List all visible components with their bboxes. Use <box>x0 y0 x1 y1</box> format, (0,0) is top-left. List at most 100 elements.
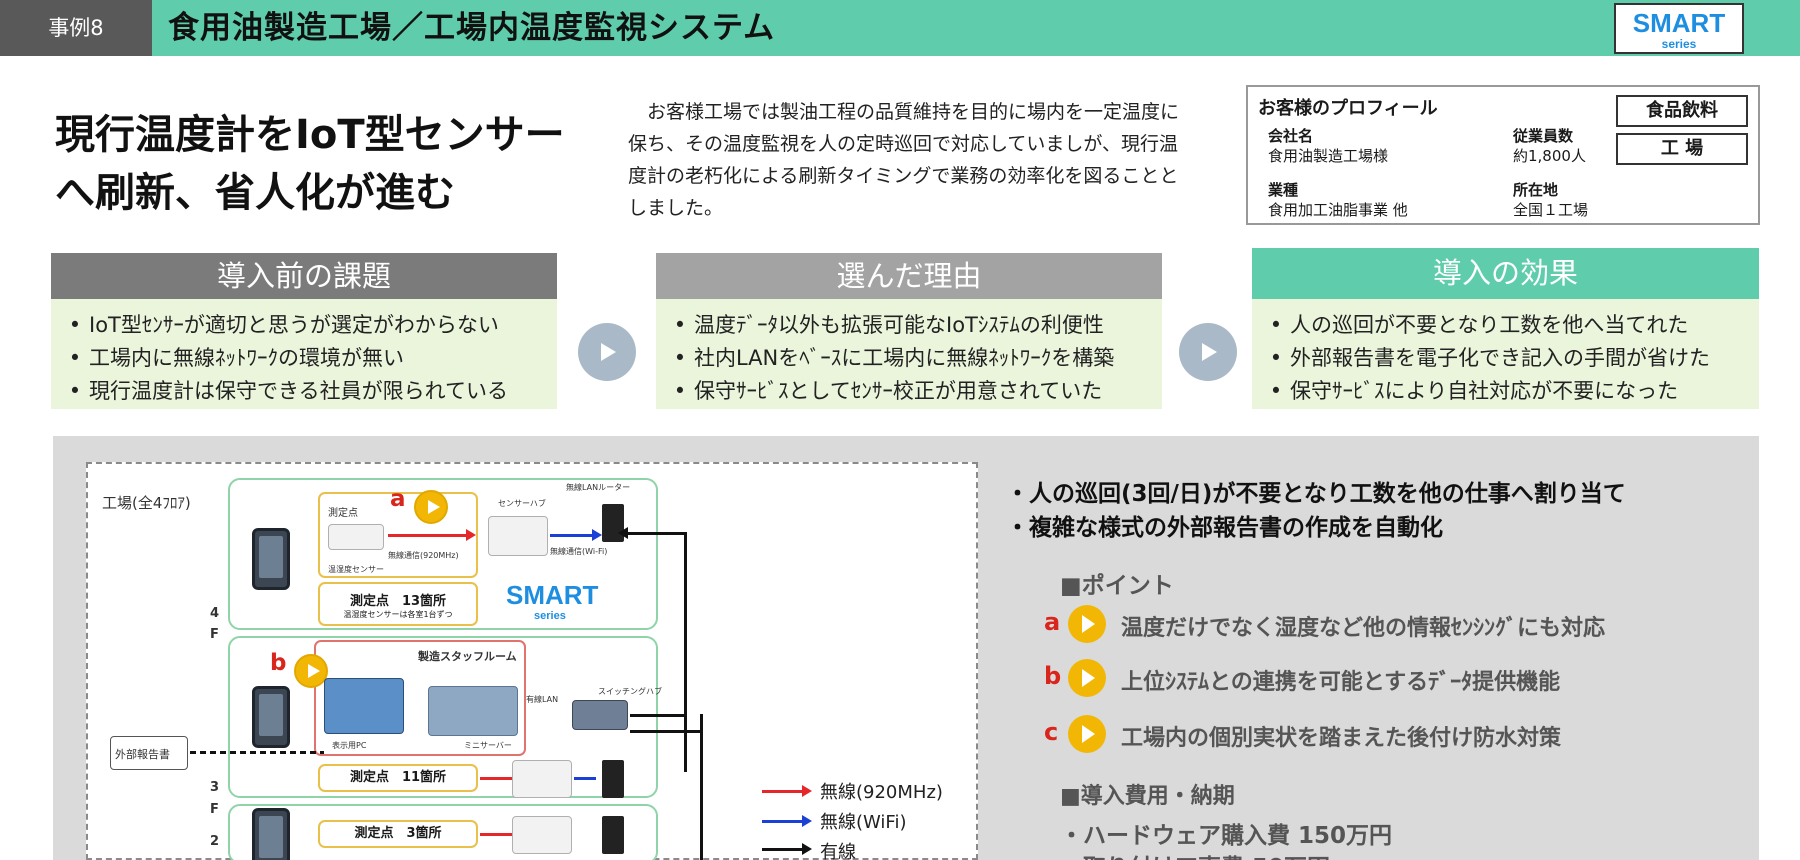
red-920-line <box>480 777 512 780</box>
legend-920: 無線(920MHz) <box>820 782 943 803</box>
wlan-router-device <box>602 760 624 798</box>
profile-title: お客様のプロフィール <box>1258 98 1438 119</box>
laptop-pc-device <box>324 678 404 734</box>
location-value: 全国１工場 <box>1513 201 1589 219</box>
smart-series-logo: SMART series <box>1614 3 1744 54</box>
point-c-text: 工場内の個別実状を踏まえた後付け防水対策 <box>1121 726 1562 751</box>
switching-hub-label: スイッチングハブ <box>598 687 662 696</box>
arrow-blue-icon <box>802 815 812 827</box>
cost-title: ■導入費用・納期 <box>1060 784 1235 809</box>
floor-3-f: F <box>210 802 219 817</box>
wired-line <box>700 714 703 860</box>
sensor-hub-device <box>488 516 548 556</box>
list-item: IoT型ｾﾝｻｰが適切と思うが選定がわからない <box>61 309 557 342</box>
arrow-black-icon <box>802 843 812 855</box>
point-c-letter: c <box>1044 718 1059 746</box>
list-item: 工場内に無線ﾈｯﾄﾜｰｸの環境が無い <box>61 342 557 375</box>
list-item: 温度ﾃﾞｰﾀ以外も拡張可能なIoTｼｽﾃﾑの利便性 <box>666 309 1162 342</box>
tag-factory: 工 場 <box>1616 133 1748 165</box>
list-item: 保守ｻｰﾋﾞｽとしてｾﾝｻｰ校正が用意されていた <box>666 375 1162 408</box>
legend-black-line <box>762 848 804 851</box>
legend-wired: 有線 <box>820 842 856 860</box>
wireless-920-label: 無線通信(920MHz) <box>388 551 459 560</box>
list-item: 社内LANをﾍﾞｰｽに工場内に無線ﾈｯﾄﾜｰｸを構築 <box>666 342 1162 375</box>
employees-value: 約1,800人 <box>1513 147 1586 165</box>
header-bar: 事例8 食用油製造工場／工場内温度監視システム SMART series <box>0 0 1800 56</box>
point-a-text: 温度だけでなく湿度など他の情報ｾﾝｼﾝｸﾞにも対応 <box>1121 616 1606 641</box>
external-report-doc <box>110 736 188 770</box>
point-a-letter: a <box>1044 608 1061 636</box>
list-item: 現行温度計は保守できる社員が限られている <box>61 375 557 408</box>
result-line-2: ・複雑な様式の外部報告書の作成を自動化 <box>1006 515 1443 541</box>
effect-header: 導入の効果 <box>1252 248 1759 299</box>
system-diagram: 工場(全4ﾌﾛｱ) 4 F 3 F 2 測定点 温湿度センサー 無線通信(920… <box>86 462 978 860</box>
smart-diagram-logo: SMART <box>506 580 599 610</box>
before-issues-list: IoT型ｾﾝｻｰが適切と思うが選定がわからない 工場内に無線ﾈｯﾄﾜｰｸの環境が… <box>51 299 557 409</box>
play-icon <box>1068 715 1106 753</box>
point-b-letter: b <box>1044 662 1062 690</box>
play-icon <box>1068 605 1106 643</box>
sensor-hub-device <box>512 816 572 854</box>
logo-main-text: SMART <box>1632 8 1726 38</box>
points-13-text: 測定点 13箇所 <box>349 594 447 609</box>
temp-sensor-label: 温湿度センサー <box>328 565 384 574</box>
red-920-line <box>388 534 468 537</box>
reason-header: 選んだ理由 <box>656 253 1162 299</box>
wired-line <box>630 730 702 733</box>
legend-wifi: 無線(WiFi) <box>820 812 907 833</box>
wifi-comm-label: 無線通信(Wi-Fi) <box>550 547 608 556</box>
effect-list: 人の巡回が不要となり工数を他へ当てれた 外部報告書を電子化でき記入の手間が省けた… <box>1252 299 1759 409</box>
logo-sub-text: series <box>1661 37 1697 51</box>
external-report-label: 外部報告書 <box>115 748 170 761</box>
label-a: a <box>390 486 406 512</box>
headline-line1: 現行温度計をIoT型センサー <box>55 112 565 158</box>
floor-3-number: 3 <box>210 780 220 795</box>
mini-server-device <box>428 686 518 736</box>
company-value: 食用油製造工場様 <box>1268 147 1389 165</box>
blue-wifi-line <box>574 777 596 780</box>
list-item: 保守ｻｰﾋﾞｽにより自社対応が不要になった <box>1262 375 1759 408</box>
company-label: 会社名 <box>1268 127 1314 145</box>
sensor-hub-device <box>512 760 572 798</box>
switching-hub-device <box>572 700 628 730</box>
tablet-icon <box>252 528 290 590</box>
arrow-right-icon <box>578 323 636 381</box>
mini-server-label: ミニサーバー <box>464 741 512 750</box>
industry-label: 業種 <box>1268 181 1299 199</box>
lead-paragraph: お客様工場では製油工程の品質維持を目的に場内を一定温度に保ち、その温度監視を人の… <box>628 101 1180 219</box>
floor-2-number: 2 <box>210 834 220 849</box>
factory-label: 工場(全4ﾌﾛｱ) <box>102 494 191 512</box>
wlan-router-label: 無線LANルーター <box>566 483 631 492</box>
list-item: 外部報告書を電子化でき記入の手間が省けた <box>1262 342 1759 375</box>
label-b: b <box>270 650 287 676</box>
points-title: ■ポイント <box>1060 573 1174 599</box>
tablet-icon <box>252 686 290 748</box>
headline: 現行温度計をIoT型センサー へ刷新、省人化が進む <box>55 106 565 222</box>
tablet-icon <box>252 808 290 860</box>
wired-line <box>630 714 686 717</box>
arrow-red-icon <box>466 529 476 541</box>
pc-label: 表示用PC <box>332 741 367 750</box>
play-icon <box>414 490 448 524</box>
staff-room-label: 製造スタッフルーム <box>418 650 517 663</box>
employees-label: 従業員数 <box>1513 127 1574 145</box>
points-13-note: 温湿度センサーは各室1台ずつ <box>343 610 453 619</box>
points-3-box: 測定点 3箇所 <box>318 820 478 848</box>
measure-point-label: 測定点 <box>328 508 358 519</box>
dashed-line <box>190 751 324 754</box>
tag-food-beverage: 食品飲料 <box>1616 95 1748 127</box>
before-issues-header: 導入前の課題 <box>51 253 557 299</box>
blue-wifi-line <box>550 534 594 537</box>
arrow-right-icon <box>1179 323 1237 381</box>
reason-list: 温度ﾃﾞｰﾀ以外も拡張可能なIoTｼｽﾃﾑの利便性 社内LANをﾍﾞｰｽに工場内… <box>656 299 1162 409</box>
red-920-line <box>480 833 512 836</box>
play-icon <box>294 654 328 688</box>
result-line-1: ・人の巡回(3回/日)が不要となり工数を他の仕事へ割り当て <box>1006 481 1626 507</box>
play-icon <box>1068 659 1106 697</box>
cost-install: ・取り付け工事費 50万円 <box>1060 848 1330 860</box>
legend-red-line <box>762 790 804 793</box>
wlan-router-device <box>602 816 624 854</box>
wired-line <box>684 532 687 772</box>
page-title: 食用油製造工場／工場内温度監視システム <box>168 10 776 46</box>
points-11-box: 測定点 11箇所 <box>318 764 478 792</box>
